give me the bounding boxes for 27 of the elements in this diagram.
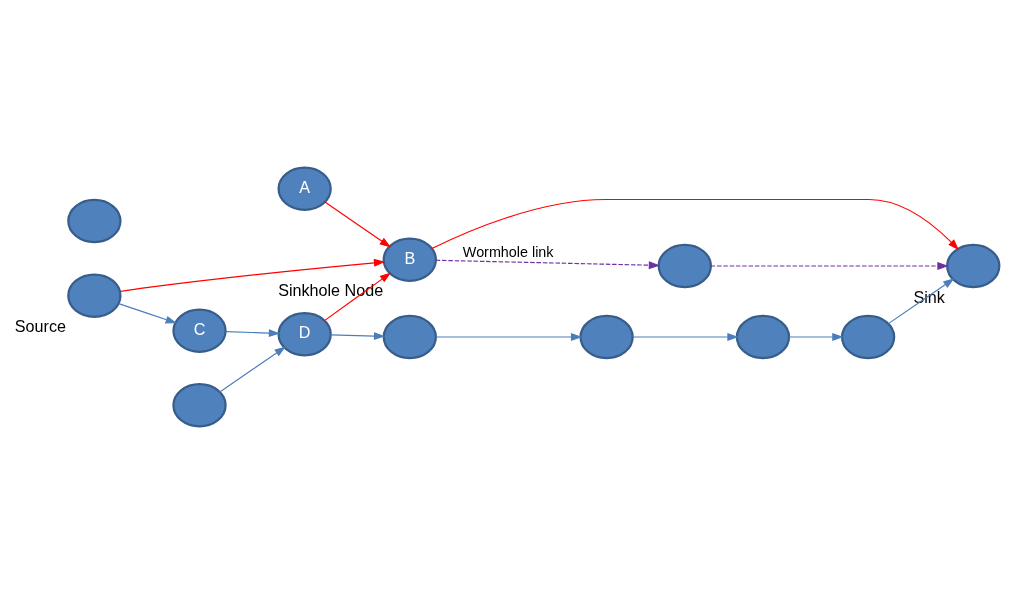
arrow [225, 329, 281, 338]
node-circle [67, 273, 122, 318]
node-label: Source [14, 317, 67, 336]
node-circle [657, 243, 712, 289]
arrow [788, 333, 844, 341]
node-circle [67, 198, 122, 244]
node-ellipse: B [382, 237, 437, 282]
node-circle [579, 314, 634, 360]
edge-label: Wormhole link [462, 243, 554, 260]
node-circle [735, 314, 791, 360]
arrow [324, 201, 391, 248]
arrow [435, 259, 661, 270]
arrow [119, 258, 386, 293]
arrow [710, 262, 949, 270]
node-circle [382, 314, 437, 360]
node-ellipse: C [172, 308, 227, 353]
arrow [219, 346, 286, 393]
node-circle [172, 383, 227, 428]
node-ellipse: D [277, 312, 332, 357]
node-ellipse: A [277, 166, 332, 211]
node-circle [946, 243, 1001, 289]
node-circle [840, 314, 896, 360]
arrow [118, 303, 177, 324]
arrow [632, 333, 739, 341]
arrow [435, 333, 583, 341]
arrow [431, 198, 960, 251]
arrow [330, 332, 386, 341]
